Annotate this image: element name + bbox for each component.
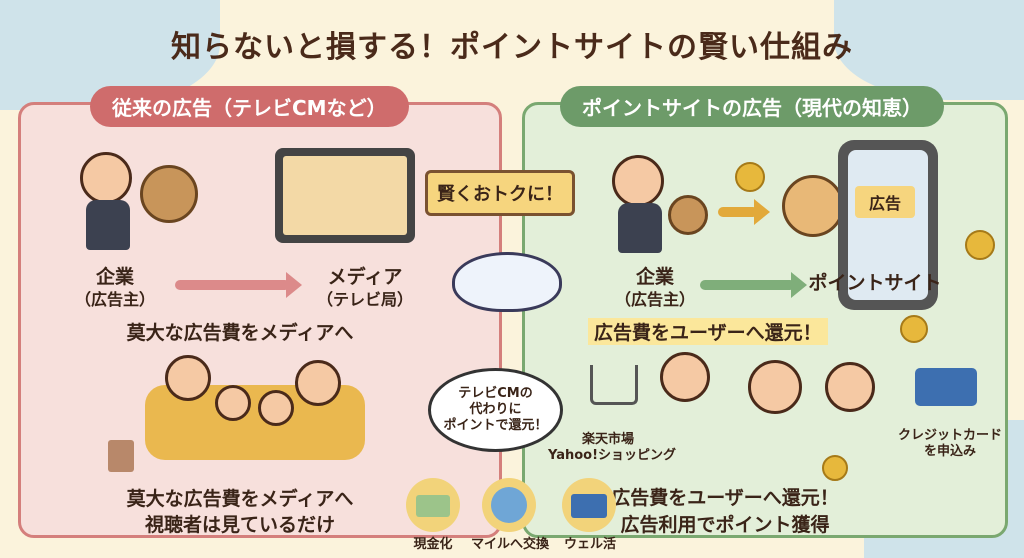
phone-ad-label: 広告 xyxy=(855,186,915,218)
bubble-line: テレビCMの xyxy=(458,385,533,401)
card-icon xyxy=(562,478,616,532)
media-label: メディア xyxy=(327,266,403,288)
traditional-ad-header: 従来の広告（テレビCMなど） xyxy=(90,86,409,127)
right-bottom-line2: 広告利用でポイント獲得 xyxy=(620,514,830,536)
bubble-line: ポイントで還元！ xyxy=(443,418,548,434)
credit-card-icon xyxy=(915,368,977,406)
user-boy xyxy=(660,352,710,402)
left-company-label: 企業 xyxy=(95,266,134,288)
plant-icon xyxy=(108,440,134,472)
speech-bubble: テレビCMの 代わりに ポイントで還元！ xyxy=(428,368,563,452)
coin-icon xyxy=(735,162,765,192)
coin-icon xyxy=(822,455,848,481)
family-father xyxy=(165,355,211,401)
left-bottom-line1: 莫大な広告費をメディアへ xyxy=(126,488,354,510)
businessman-icon xyxy=(612,155,664,207)
family-mother xyxy=(295,360,341,406)
point-site-label: ポイントサイト xyxy=(808,272,942,294)
left-flow-caption: 莫大な広告費をメディアへ xyxy=(126,322,354,344)
use-label-wel: ウェル活 xyxy=(563,537,616,552)
credit-label-2: を申込み xyxy=(923,444,976,459)
page-title: 知らないと損する！ポイントサイトの賢い仕組み xyxy=(171,30,853,65)
bubble-line: 代わりに xyxy=(469,401,522,417)
use-label-miles: マイルへ交換 xyxy=(470,537,549,552)
globe-icon xyxy=(482,478,536,532)
media-sub: （テレビ局） xyxy=(316,290,413,309)
credit-label-1: クレジットカード xyxy=(897,428,1002,443)
user-woman xyxy=(748,360,802,414)
shopping-label-1: 楽天市場 xyxy=(581,432,634,447)
money-bag-icon xyxy=(668,195,708,235)
suit-body xyxy=(86,200,130,250)
businessman-icon xyxy=(80,152,132,204)
user-girl xyxy=(825,362,875,412)
cash-icon xyxy=(406,478,460,532)
coin-icon xyxy=(965,230,995,260)
smartphone-icon xyxy=(838,140,938,310)
left-company-sub: （広告主） xyxy=(74,290,155,309)
shopping-cart-icon xyxy=(590,365,638,405)
point-site-header: ポイントサイトの広告（現代の知恵） xyxy=(560,86,944,127)
coin-icon xyxy=(900,315,928,343)
right-bottom-line1: 広告費をユーザーへ還元！ xyxy=(611,487,839,509)
money-flow-arrow xyxy=(175,272,302,298)
tv-icon xyxy=(275,148,415,243)
airplane-mascot-icon xyxy=(452,252,562,312)
right-company-sub: （広告主） xyxy=(614,290,695,309)
family-child xyxy=(258,390,294,426)
shopping-label-2: Yahoo!ショッピング xyxy=(548,448,677,463)
money-bag-icon xyxy=(140,165,198,223)
family-child xyxy=(215,385,251,421)
ad-fee-arrow xyxy=(718,199,770,225)
left-bottom-line2: 視聴者は見ているだけ xyxy=(144,514,335,536)
right-flow-caption: 広告費をユーザーへ還元！ xyxy=(588,318,828,345)
use-label-cash: 現金化 xyxy=(413,537,453,552)
smart-deal-banner: 賢くおトクに！ xyxy=(425,170,575,216)
suit-body xyxy=(618,203,662,253)
right-company-label: 企業 xyxy=(635,266,674,288)
to-site-arrow xyxy=(700,272,807,298)
bear-mascot-icon xyxy=(782,175,844,237)
